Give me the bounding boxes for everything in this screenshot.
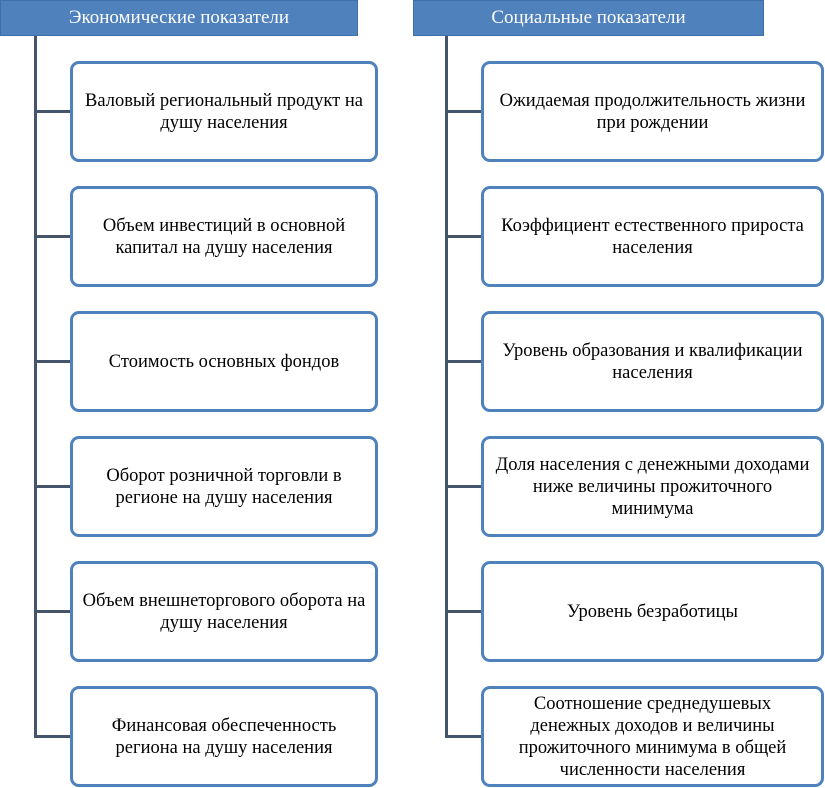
social-connector <box>445 735 482 738</box>
social-item-6: Соотношение среднедушевых денежных доход… <box>481 686 824 787</box>
economic-item-3: Стоимость основных фондов <box>70 311 378 412</box>
economic-item-4: Оборот розничной торговли в регионе на д… <box>70 436 378 537</box>
economic-item-5: Объем внешнеторгового оборота на душу на… <box>70 561 378 662</box>
social-connector <box>445 485 482 488</box>
economic-header: Экономические показатели <box>0 0 358 36</box>
economic-connector <box>34 485 71 488</box>
social-connector <box>445 360 482 363</box>
economic-connector <box>34 235 71 238</box>
economic-connector <box>34 610 71 613</box>
social-item-4: Доля населения с денежными доходами ниже… <box>481 436 824 537</box>
social-header: Социальные показатели <box>413 0 764 36</box>
economic-item-2: Объем инвестиций в основной капитал на д… <box>70 186 378 287</box>
social-connector <box>445 610 482 613</box>
social-item-2: Коэффициент естественного прироста насел… <box>481 186 824 287</box>
economic-connector <box>34 360 71 363</box>
social-item-5: Уровень безработицы <box>481 561 824 662</box>
economic-item-1: Валовый региональный продукт на душу нас… <box>70 61 378 162</box>
social-item-3: Уровень образования и квалификации насел… <box>481 311 824 412</box>
economic-connector <box>34 735 71 738</box>
economic-item-6: Финансовая обеспеченность региона на душ… <box>70 686 378 787</box>
social-trunk <box>445 36 448 738</box>
social-item-1: Ожидаемая продолжительность жизни при ро… <box>481 61 824 162</box>
social-connector <box>445 235 482 238</box>
social-connector <box>445 110 482 113</box>
economic-trunk <box>34 36 37 738</box>
economic-connector <box>34 110 71 113</box>
